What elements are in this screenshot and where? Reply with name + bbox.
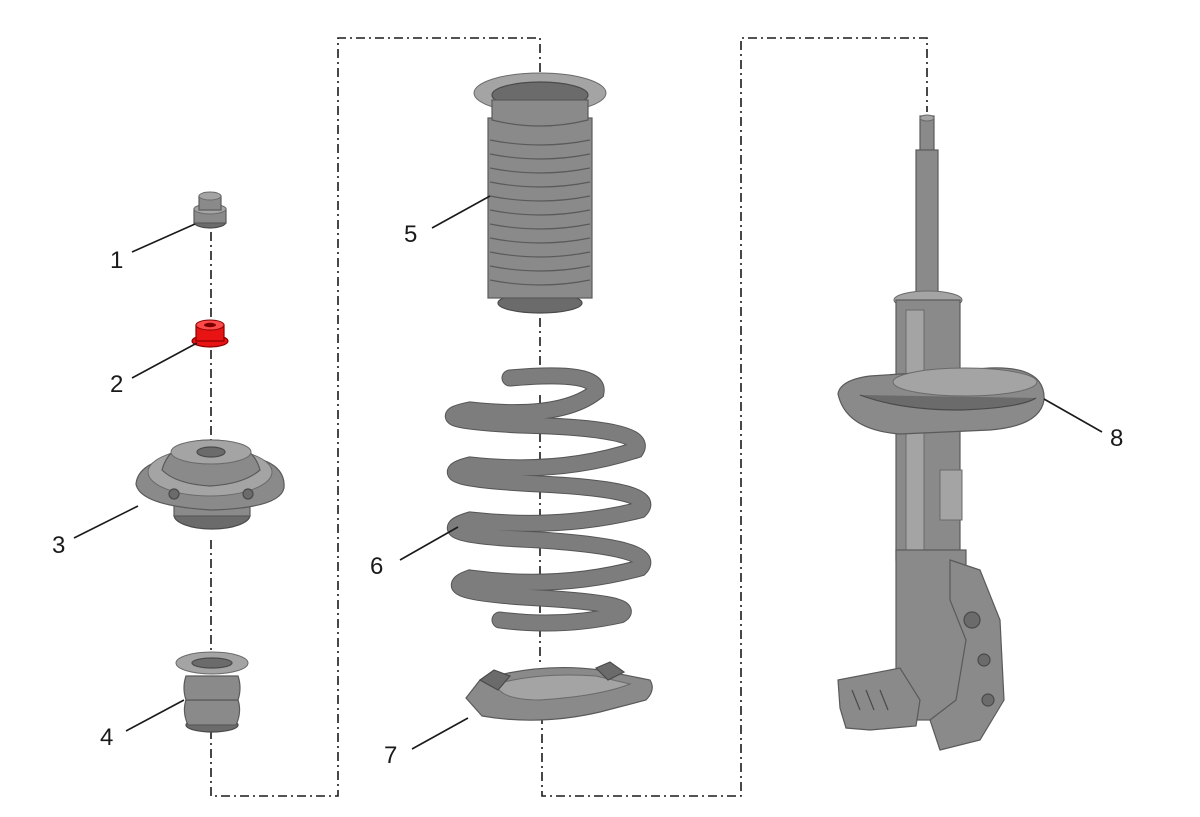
callout-numbers: 1 2 3 4 5 6 7 8 [52,221,1123,769]
callout-6: 6 [370,553,383,580]
leader-2 [131,342,198,379]
part-8-strut-assembly [837,114,1045,751]
part-1-cap [193,191,227,229]
part-5-dust-boot [473,72,607,314]
leader-6 [399,526,459,561]
part-7-spring-seat [465,661,653,721]
part-4-bump-stop [175,651,249,733]
leader-8 [1043,398,1103,433]
callout-8: 8 [1110,425,1123,452]
callout-2: 2 [110,371,123,398]
part-3-top-mount [135,439,285,530]
callout-4: 4 [100,724,113,751]
leader-7 [411,717,469,750]
leader-1 [131,223,196,253]
callout-1: 1 [110,247,123,274]
part-6-coil-spring [444,367,652,632]
leader-4 [125,699,185,732]
callout-3: 3 [52,532,65,559]
callout-5: 5 [404,221,417,248]
callout-leaders [73,195,1103,750]
leader-3 [73,505,139,539]
part-2-nut [191,319,229,348]
leader-5 [431,195,491,229]
callout-7: 7 [384,742,397,769]
